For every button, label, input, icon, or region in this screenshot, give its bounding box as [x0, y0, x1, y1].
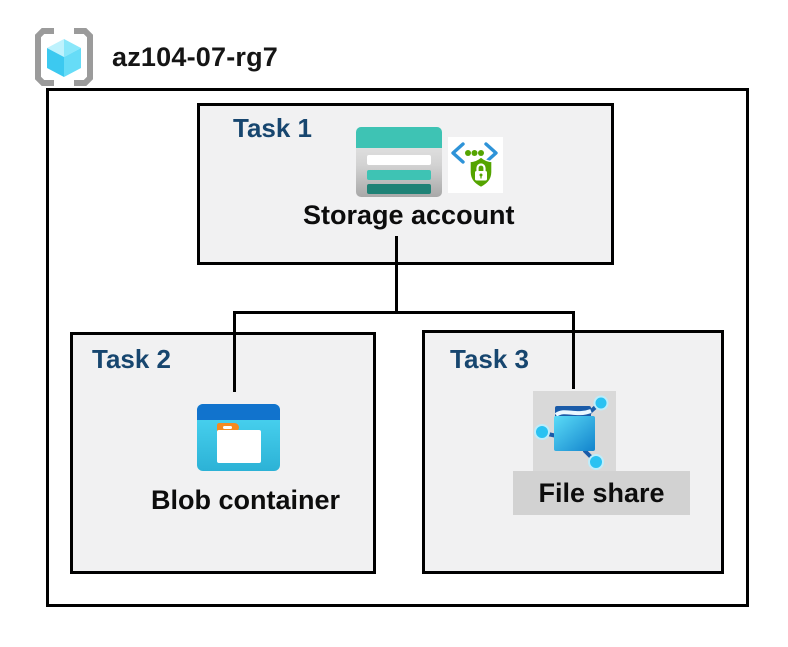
sas-shield-lock-icon	[448, 137, 503, 193]
task3-box: Task 3 File shar	[422, 330, 724, 574]
connector-storage-down	[395, 236, 398, 314]
file-share-icon	[533, 391, 616, 471]
file-share-label-plate: File share	[513, 471, 690, 515]
task3-resource-label: File share	[538, 477, 665, 508]
blob-icon-top-band	[197, 404, 280, 420]
connector-horizontal	[233, 311, 575, 314]
task1-box: Task 1 Storage account	[197, 103, 614, 265]
storage-account-icon	[356, 127, 442, 197]
connector-to-blob	[233, 311, 236, 392]
connector-to-fileshare	[572, 311, 575, 389]
task2-resource-label: Blob container	[151, 485, 341, 515]
blob-container-icon	[197, 404, 280, 471]
folder-tab-dash	[223, 426, 232, 429]
storage-icon-top-band	[356, 127, 442, 148]
folder-body	[217, 430, 261, 463]
resource-group-icon	[35, 28, 93, 86]
task1-label: Task 1	[233, 113, 313, 143]
storage-icon-bar	[367, 155, 431, 165]
storage-icon-bar	[367, 170, 431, 180]
task2-label: Task 2	[92, 344, 172, 374]
resource-group-name: az104-07-rg7	[112, 42, 278, 72]
storage-icon-bar	[367, 184, 431, 194]
task3-label: Task 3	[450, 344, 530, 374]
task1-resource-label: Storage account	[303, 200, 515, 230]
task2-box: Task 2 Blob container	[70, 332, 376, 574]
